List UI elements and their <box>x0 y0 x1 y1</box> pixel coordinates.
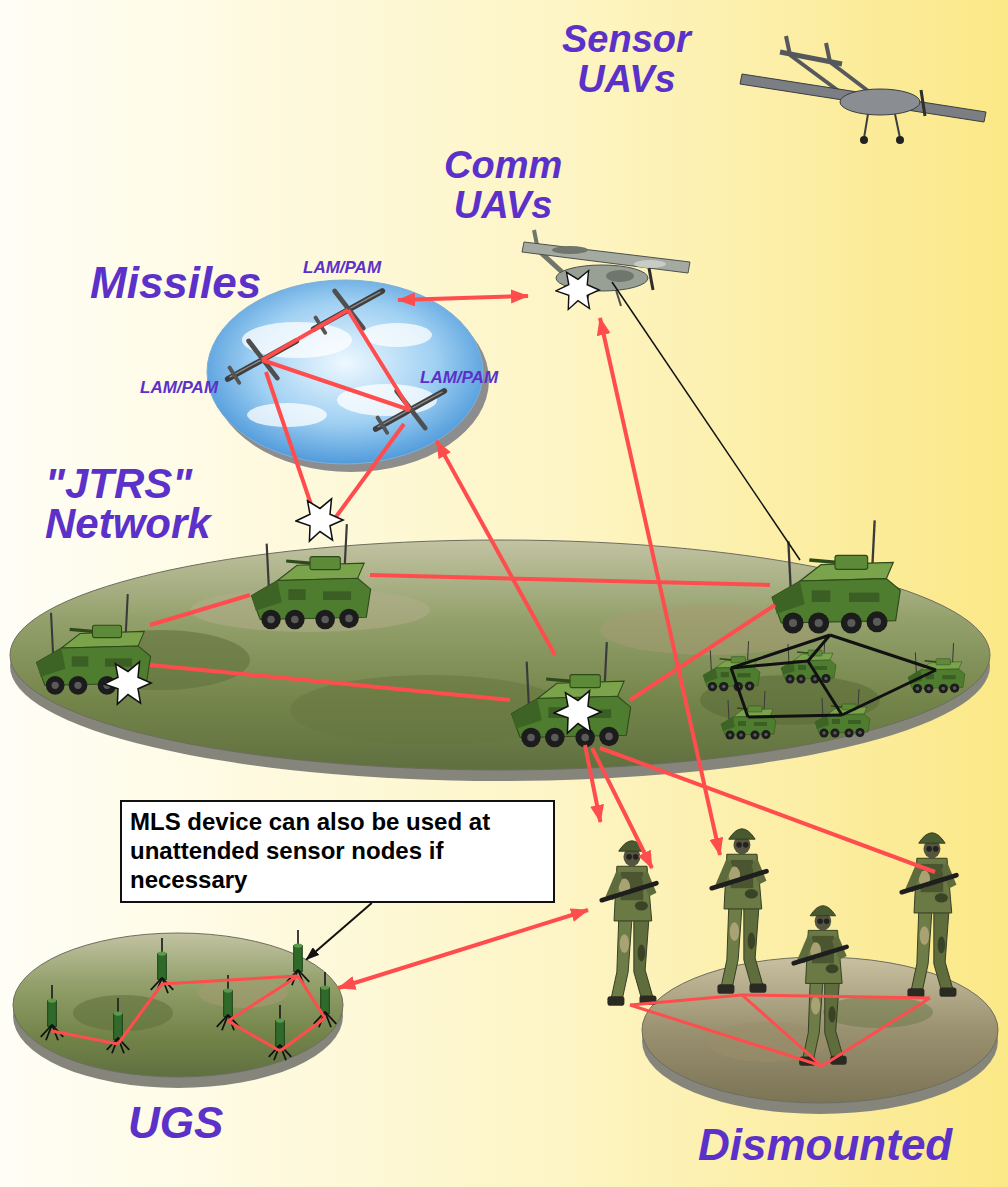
camo-patch <box>634 260 666 268</box>
network-platform: "JTRS" Network <box>10 540 990 770</box>
text-holder: Dismounted <box>698 1120 952 1171</box>
uav-fin <box>786 36 790 55</box>
sensor-uav <box>740 36 986 144</box>
group-title: Missiles <box>90 258 261 309</box>
terrain-patch <box>198 978 288 1008</box>
terrain-shape <box>10 540 990 770</box>
text-holder: LAM/PAM <box>303 258 381 278</box>
uav-fin <box>826 43 830 62</box>
uav-wing <box>740 74 986 122</box>
uav-gear <box>864 114 868 138</box>
text-holder: "JTRS" Network <box>45 464 211 544</box>
uav-wheel <box>896 136 904 144</box>
uav-label: Sensor UAVs <box>562 20 691 100</box>
radio-link <box>600 748 935 872</box>
terrain-patch <box>190 588 430 632</box>
link-line <box>748 715 842 717</box>
text-holder: Missiles <box>90 258 261 309</box>
uav-fuselage <box>840 89 920 115</box>
platform-disc <box>13 933 343 1077</box>
terrain-patch <box>73 995 173 1031</box>
ugs-platform: UGS <box>13 933 343 1077</box>
text-holder: UGS <box>128 1098 223 1149</box>
text-holder: LAM/PAM <box>140 378 218 398</box>
dismounted-group: Dismounted <box>588 822 1000 1167</box>
missile-cloud-platform: MissilesLAM/PAMLAM/PAMLAM/PAM <box>207 280 483 464</box>
terrain-patch <box>600 605 820 655</box>
terrain-patch <box>70 630 250 690</box>
jamming-burst <box>296 499 343 541</box>
text-holder: MLS device can also be used at unattende… <box>130 808 545 894</box>
vehicle <box>772 520 900 633</box>
camo-patch <box>552 246 588 254</box>
missile-label: LAM/PAM <box>420 368 498 388</box>
uav-label: Comm UAVs <box>444 146 562 226</box>
terrain-patch <box>708 1022 828 1062</box>
cloud-puff <box>247 403 327 427</box>
radio-link-arrow <box>338 910 588 988</box>
soldier <box>602 841 657 1006</box>
link-line <box>612 282 800 560</box>
label-holder: Comm UAVs <box>444 146 562 226</box>
callout-text: MLS device can also be used at unattende… <box>130 808 545 894</box>
comm-uav <box>522 230 690 306</box>
group-title: "JTRS" Network <box>45 464 211 544</box>
radio-link-arrow <box>437 441 492 540</box>
missile-label: LAM/PAM <box>303 258 381 278</box>
cloud-puff <box>242 322 352 358</box>
uav-propeller <box>649 268 653 290</box>
cloud-puff <box>362 323 432 347</box>
callout-box: MLS device can also be used at unattende… <box>120 800 555 903</box>
disc-shape <box>588 822 1000 1167</box>
jamming-burst <box>554 691 601 733</box>
uav-wheel <box>860 136 868 144</box>
cloud-puff <box>337 384 437 416</box>
terrain-patch <box>823 996 933 1028</box>
terrain-patch <box>290 675 570 745</box>
uav-propeller <box>921 90 925 116</box>
platform-disc <box>10 540 990 770</box>
uav-gear <box>895 114 900 138</box>
platform-disc <box>642 957 998 1103</box>
label-holder: Sensor UAVs <box>562 20 691 100</box>
group-title: Dismounted <box>698 1120 952 1171</box>
missile-label: LAM/PAM <box>140 378 218 398</box>
leader-arrow <box>306 903 372 960</box>
text-holder: LAM/PAM <box>420 368 498 388</box>
terrain-patch <box>700 675 880 725</box>
camo-patch <box>606 270 634 282</box>
group-title: UGS <box>128 1098 223 1149</box>
terrain-shape <box>13 933 343 1077</box>
jamming-burst <box>556 271 599 310</box>
